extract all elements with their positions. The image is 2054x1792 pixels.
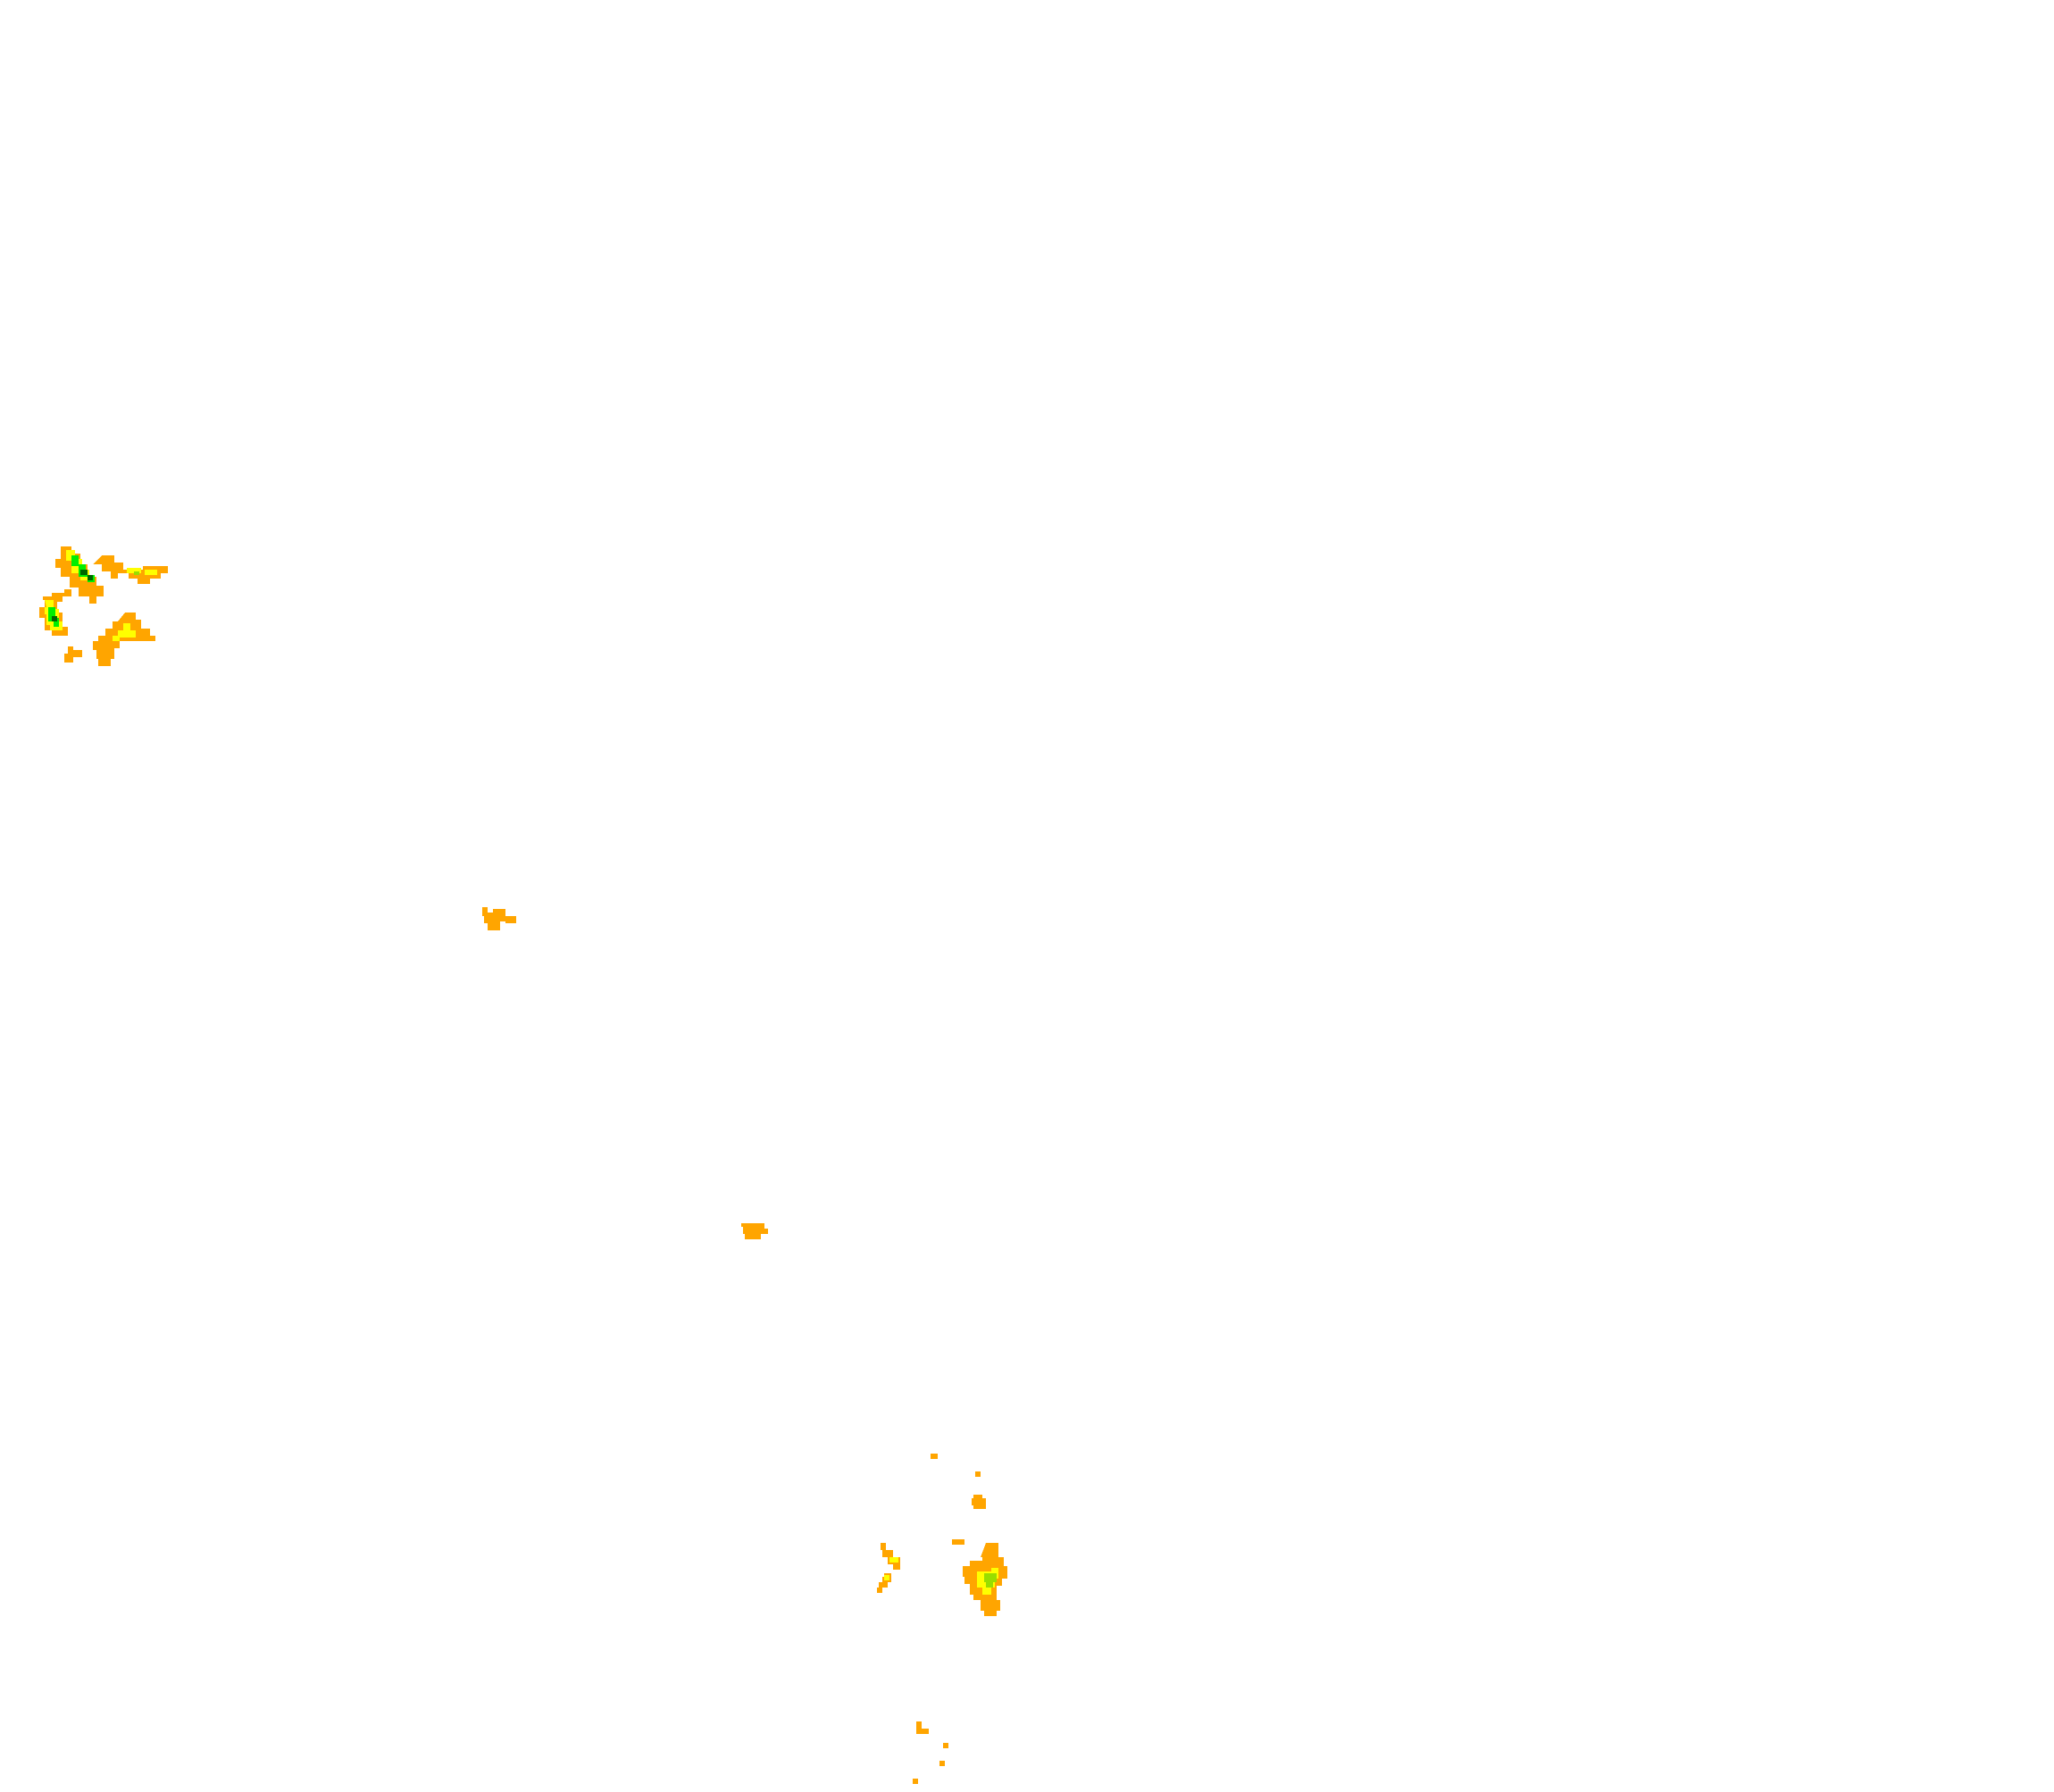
northwest-cluster xyxy=(39,546,168,666)
rain-cell xyxy=(88,575,93,580)
rain-cell xyxy=(931,1454,938,1459)
rain-cell xyxy=(741,1223,768,1239)
rain-cell xyxy=(943,1743,948,1748)
rain-cell xyxy=(972,1495,986,1509)
rain-cell xyxy=(881,1543,900,1570)
rain-cell xyxy=(984,1573,997,1588)
rain-cell xyxy=(952,1539,964,1545)
rain-cell xyxy=(93,613,155,666)
rain-cell xyxy=(482,907,516,930)
rain-cell xyxy=(80,570,88,575)
rain-cell xyxy=(113,623,136,641)
rain-cell xyxy=(877,1588,882,1593)
rain-cell xyxy=(913,1779,918,1784)
central-cell-b xyxy=(741,1223,768,1239)
central-cell-a xyxy=(482,907,516,930)
rain-cell xyxy=(884,1575,889,1580)
far-south-specks xyxy=(913,1721,948,1784)
south-cluster xyxy=(877,1454,1007,1616)
rain-cell xyxy=(127,568,141,573)
rain-cell xyxy=(975,1471,981,1477)
rain-cell xyxy=(916,1721,929,1734)
rain-cell xyxy=(889,1557,898,1563)
rain-cell xyxy=(52,616,57,621)
rain-cell xyxy=(939,1761,945,1766)
rain-cell xyxy=(64,646,82,663)
rain-cell xyxy=(134,571,139,575)
rain-cell xyxy=(145,570,157,575)
